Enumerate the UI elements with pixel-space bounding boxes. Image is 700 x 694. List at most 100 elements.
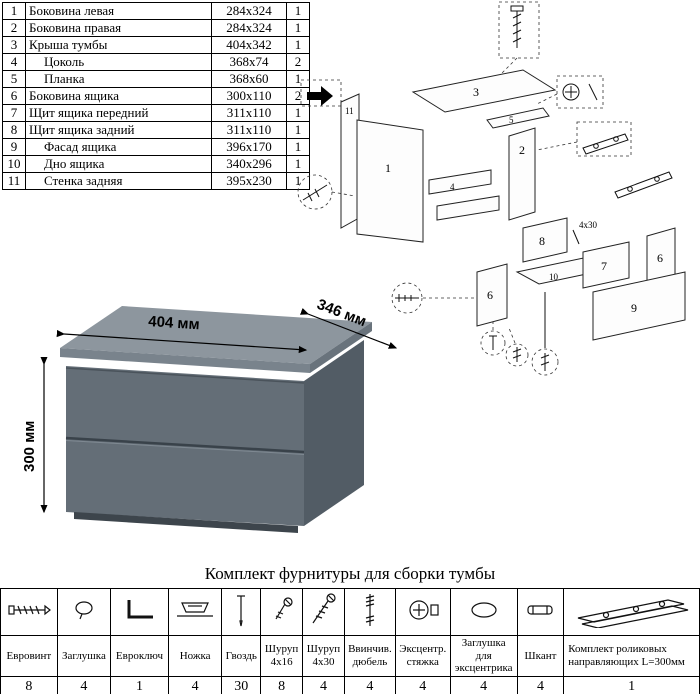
table-row: 8 Щит ящика задний 311х110 1 [2, 121, 310, 139]
part-label-6: 6 [657, 251, 663, 265]
cam-lock-icon [394, 588, 451, 636]
hardware-qty: 4 [343, 675, 396, 694]
part-name: Щит ящика передний [25, 104, 212, 122]
part-label-4: 4 [450, 182, 455, 192]
part-label-11: 11 [345, 106, 354, 116]
hardware-qty: 8 [260, 675, 304, 694]
hardware-label: Шуруп 4х16 [260, 635, 304, 677]
part-label-10: 10 [549, 272, 559, 282]
drawer-side-shape [476, 263, 508, 327]
part-number: 6 [2, 87, 26, 105]
hardware-qty: 4 [56, 675, 112, 694]
nail-callout-icon [480, 322, 506, 356]
screw-size-note: 4х30 [579, 220, 598, 230]
hardware-icons-row [0, 588, 700, 636]
hardware-qty: 4 [302, 675, 345, 694]
drawer-facade-shape [592, 271, 686, 341]
cam-lock-callout-icon [536, 75, 604, 109]
table-row: 3 Крыша тумбы 404х342 1 [2, 36, 310, 54]
drawer-divider [65, 436, 305, 454]
drawer-divider-highlight [65, 440, 305, 455]
part-number: 1 [2, 2, 26, 20]
hardware-label: Эксцентр. стяжка [394, 635, 451, 677]
hardware-table: Евровинт Заглушка Евроключ Ножка Гвоздь … [0, 588, 700, 694]
hardware-label: Шкант [516, 635, 565, 677]
part-size: 311х110 [211, 104, 287, 122]
part-name: Фасад ящика [25, 138, 212, 156]
part-size: 284х324 [211, 19, 287, 37]
drawer-front-shape [582, 241, 630, 289]
part-name: Цоколь [25, 53, 212, 71]
wooden-dowel-icon [516, 588, 565, 636]
cabinet-plinth [74, 512, 298, 533]
hardware-label: Заглушка для эксцентрика [449, 635, 518, 677]
table-row: 10 Дно ящика 340х296 1 [2, 155, 310, 173]
screw-4x30-icon [302, 588, 345, 636]
part-size: 368х60 [211, 70, 287, 88]
hardware-qty: 4 [449, 675, 518, 694]
table-row: 2 Боковина правая 284х324 1 [2, 19, 310, 37]
hardware-qty: 1 [563, 675, 700, 694]
hardware-label: Евровинт [0, 635, 58, 677]
screw-callout-icon [494, 1, 540, 81]
left-side-panel-shape [356, 119, 424, 243]
hardware-qty: 4 [516, 675, 565, 694]
dowel-screw-icon [343, 588, 396, 636]
cap-icon [56, 588, 112, 636]
part-label-7: 7 [601, 259, 607, 273]
part-number: 7 [2, 104, 26, 122]
part-number: 10 [2, 155, 26, 173]
part-size: 300х110 [211, 87, 287, 105]
cam-cap-icon [449, 588, 518, 636]
screw-callout-icon [505, 327, 529, 367]
part-label-9: 9 [631, 301, 637, 315]
part-number: 2 [2, 19, 26, 37]
hardware-labels-row: Евровинт Заглушка Евроключ Ножка Гвоздь … [0, 635, 700, 677]
part-qty: 1 [286, 104, 310, 122]
part-name: Планка [25, 70, 212, 88]
nail-icon [221, 588, 262, 636]
part-number: 4 [2, 53, 26, 71]
dowel-screw-callout-icon [297, 174, 356, 210]
part-name: Дно ящика [25, 155, 212, 173]
hardware-label: Гвоздь [221, 635, 262, 677]
drawer-back-shape [522, 217, 568, 263]
part-number: 9 [2, 138, 26, 156]
height-dimension-label: 300 мм [21, 421, 38, 472]
hardware-label: Заглушка [56, 635, 112, 677]
part-size: 311х110 [211, 121, 287, 139]
long-screw-callout-icon [391, 282, 475, 314]
part-label-5: 5 [509, 115, 514, 125]
slab-shadow [65, 367, 305, 384]
hardware-kit-title: Комплект фурнитуры для сборки тумбы [204, 564, 496, 583]
part-label-6: 6 [487, 288, 493, 302]
part-name: Крыша тумбы [25, 36, 212, 54]
table-row: 4 Цоколь 368х74 2 [2, 53, 310, 71]
part-size: 340х296 [211, 155, 287, 173]
hardware-kit-section: Комплект фурнитуры для сборки тумбы [0, 564, 700, 694]
hardware-label: Ножка [167, 635, 223, 677]
part-name: Боковина ящика [25, 87, 212, 105]
part-size: 404х342 [211, 36, 287, 54]
part-size: 395х230 [211, 172, 287, 190]
right-side-panel-shape [508, 127, 536, 221]
part-name: Боковина левая [25, 2, 212, 20]
hardware-qty: 30 [221, 675, 262, 694]
cabinet-top-front-edge [60, 348, 310, 373]
hardware-label: Ввинчив. дюбель [343, 635, 396, 677]
screw-callout-icon [531, 292, 559, 376]
table-row: 11 Стенка задняя 395х230 1 [2, 172, 310, 190]
drawer-rail-icon [536, 121, 632, 157]
top-panel-shape [411, 69, 557, 113]
exploded-assembly-diagram: 3 5 11 1 4 2 8 7 6 6 10 9 4х30 [297, 1, 686, 376]
hardware-qty-row: 8 4 1 4 30 8 4 4 4 4 4 1 [0, 675, 700, 694]
table-row: 5 Планка 368х60 1 [2, 70, 310, 88]
screw-4x16-icon [260, 588, 304, 636]
width-dimension-label: 404 мм [148, 313, 200, 333]
part-size: 368х74 [211, 53, 287, 71]
hardware-label: Шуруп 4х30 [302, 635, 345, 677]
table-row: 1 Боковина левая 284х324 1 [2, 2, 310, 20]
part-label-8: 8 [539, 234, 545, 248]
part-qty: 1 [286, 70, 310, 88]
